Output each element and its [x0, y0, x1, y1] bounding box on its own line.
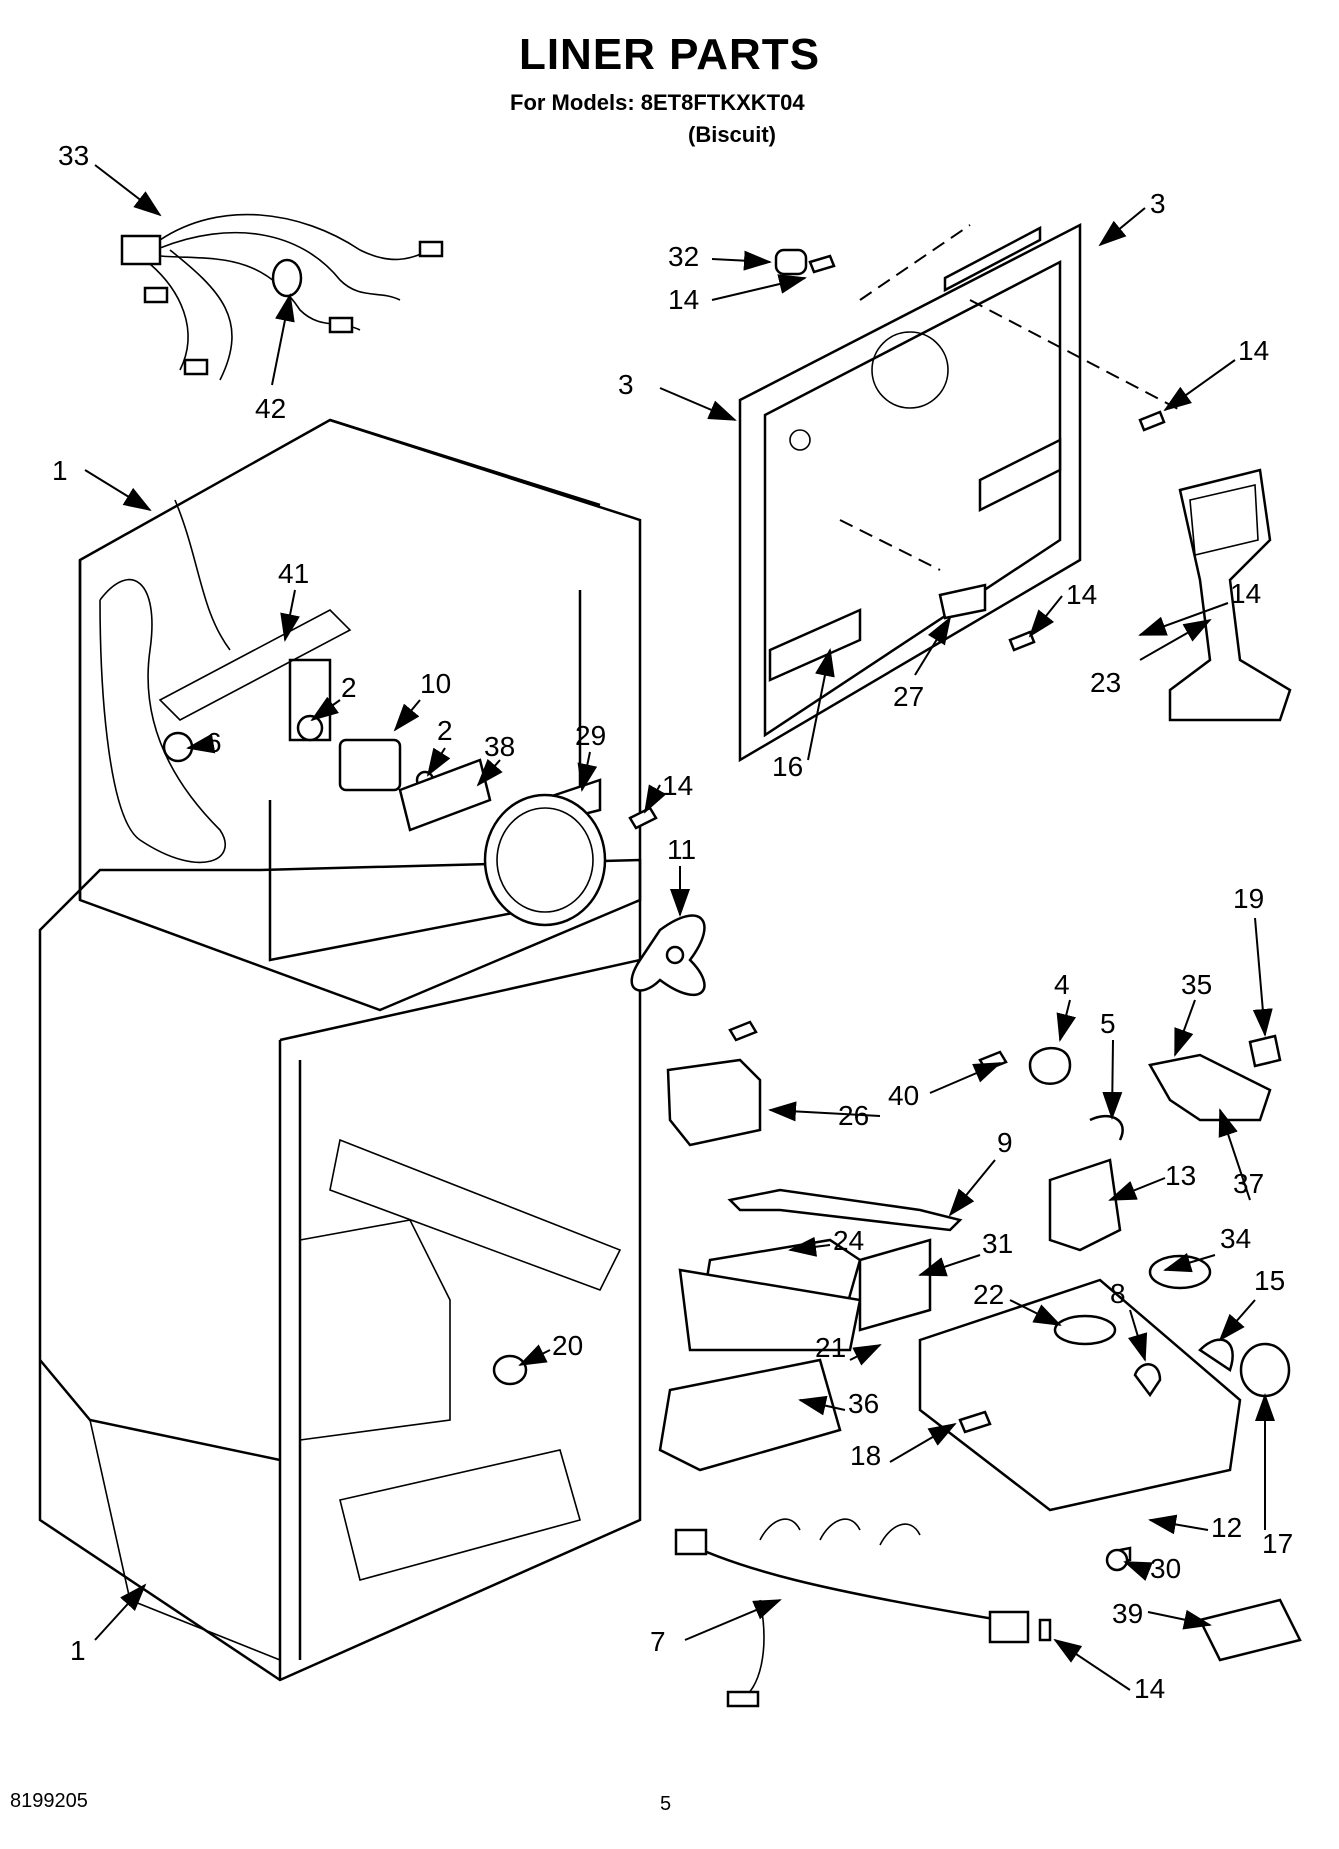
callout: 30	[1150, 1553, 1181, 1584]
callout: 1	[52, 455, 68, 486]
callout: 36	[848, 1388, 879, 1419]
document-number: 8199205	[10, 1790, 88, 1812]
callout: 39	[1112, 1598, 1143, 1629]
callout: 40	[888, 1080, 919, 1111]
fresh-food-liner	[38, 858, 642, 1682]
callout: 4	[1054, 969, 1070, 1000]
callout: 6	[206, 727, 222, 758]
callout: 8	[1110, 1278, 1126, 1309]
air-duct-23	[1168, 468, 1292, 722]
callout: 24	[833, 1225, 864, 1256]
page-title: LINER PARTS	[518, 30, 821, 79]
callout: 14	[668, 284, 699, 315]
leader-arrows	[84, 164, 1275, 1691]
callout: 14	[662, 770, 693, 801]
callout: 14	[1230, 578, 1261, 609]
lower-parts-group	[492, 1034, 1302, 1708]
page-number: 5	[660, 1793, 672, 1815]
callout: 7	[650, 1626, 666, 1657]
callout: 17	[1262, 1528, 1293, 1559]
color-note: (Biscuit)	[688, 122, 776, 147]
callout: 1	[70, 1635, 86, 1666]
callout: 34	[1220, 1223, 1251, 1254]
callout: 19	[1233, 883, 1264, 914]
callout: 18	[850, 1440, 881, 1471]
callout: 12	[1211, 1512, 1242, 1543]
callout: 15	[1254, 1265, 1285, 1296]
control-and-fan-parts	[162, 714, 758, 1042]
wiring-harness-33	[120, 213, 444, 381]
callout: 2	[437, 715, 453, 746]
evaporator-cover	[738, 222, 1181, 763]
callout: 5	[1100, 1008, 1116, 1039]
callout: 14	[1066, 579, 1097, 610]
callout: 3	[618, 369, 634, 400]
callout: 14	[1134, 1673, 1165, 1704]
models-line: For Models: 8ET8FTKXKT04	[510, 90, 805, 115]
callout: 31	[982, 1228, 1013, 1259]
callout: 9	[997, 1127, 1013, 1158]
callout: 29	[575, 720, 606, 751]
callout: 38	[484, 731, 515, 762]
callout: 33	[58, 140, 89, 171]
callout: 11	[667, 834, 696, 865]
callout: 14	[1238, 335, 1269, 366]
callout: 35	[1181, 969, 1212, 1000]
callout: 22	[973, 1279, 1004, 1310]
callout: 27	[893, 681, 924, 712]
callout: 2	[341, 672, 357, 703]
callout: 20	[552, 1330, 583, 1361]
callout: 42	[255, 393, 286, 424]
callout: 32	[668, 241, 699, 272]
callout: 10	[420, 668, 451, 699]
callout: 16	[772, 751, 803, 782]
callout: 13	[1165, 1160, 1196, 1191]
callout-labels: 33 42 1 41 2 10 6 2 38 29 14 11 3 32 14 …	[52, 140, 1293, 1704]
callout: 23	[1090, 667, 1121, 698]
callout: 41	[278, 558, 309, 589]
callout: 3	[1150, 188, 1166, 219]
callout: 21	[815, 1332, 846, 1363]
